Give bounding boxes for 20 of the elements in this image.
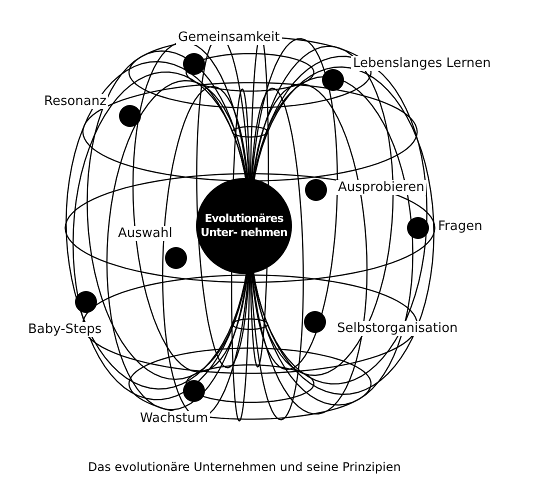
point-label: Resonanz	[42, 94, 108, 109]
caption: Das evolutionäre Unternehmen und seine Prinzipien	[88, 460, 401, 474]
point-marker	[322, 69, 344, 91]
center-label: Evolutionäres Unter- nehmen	[200, 212, 288, 240]
point-marker	[305, 179, 327, 201]
point-label: Fragen	[436, 219, 484, 234]
point-label: Auswahl	[116, 226, 174, 241]
point-marker	[165, 247, 187, 269]
point-label: Lebenslanges Lernen	[351, 56, 493, 71]
point-label: Gemeinsamkeit	[176, 30, 282, 45]
point-label: Ausprobieren	[336, 180, 426, 195]
point-marker	[75, 291, 97, 313]
point-marker	[183, 380, 205, 402]
point-label: Baby-Steps	[26, 322, 104, 337]
point-label: Selbstorganisation	[335, 321, 460, 336]
point-marker	[304, 311, 326, 333]
center-circle	[196, 178, 292, 274]
point-marker	[407, 217, 429, 239]
point-marker	[183, 53, 205, 75]
point-marker	[119, 105, 141, 127]
